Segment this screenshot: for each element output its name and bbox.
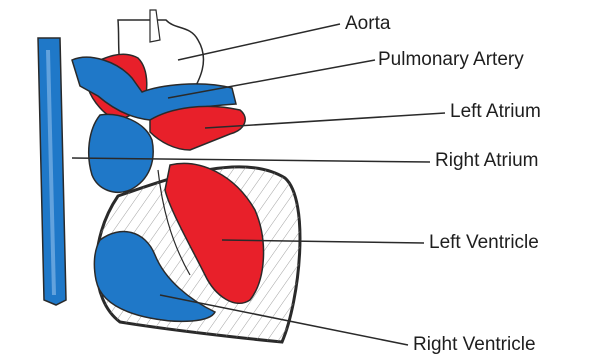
- right-atrium-shape: [89, 114, 153, 192]
- pointer-line-aorta: [178, 24, 340, 60]
- label-right-ventricle: Right Ventricle: [413, 334, 536, 356]
- label-left-ventricle: Left Ventricle: [429, 232, 539, 254]
- label-left-atrium: Left Atrium: [450, 101, 541, 123]
- aorta-branch: [150, 10, 160, 42]
- left-atrium-shape: [150, 106, 245, 150]
- label-pulmonary-artery: Pulmonary Artery: [378, 49, 524, 71]
- label-right-atrium: Right Atrium: [435, 150, 538, 172]
- label-aorta: Aorta: [345, 13, 390, 35]
